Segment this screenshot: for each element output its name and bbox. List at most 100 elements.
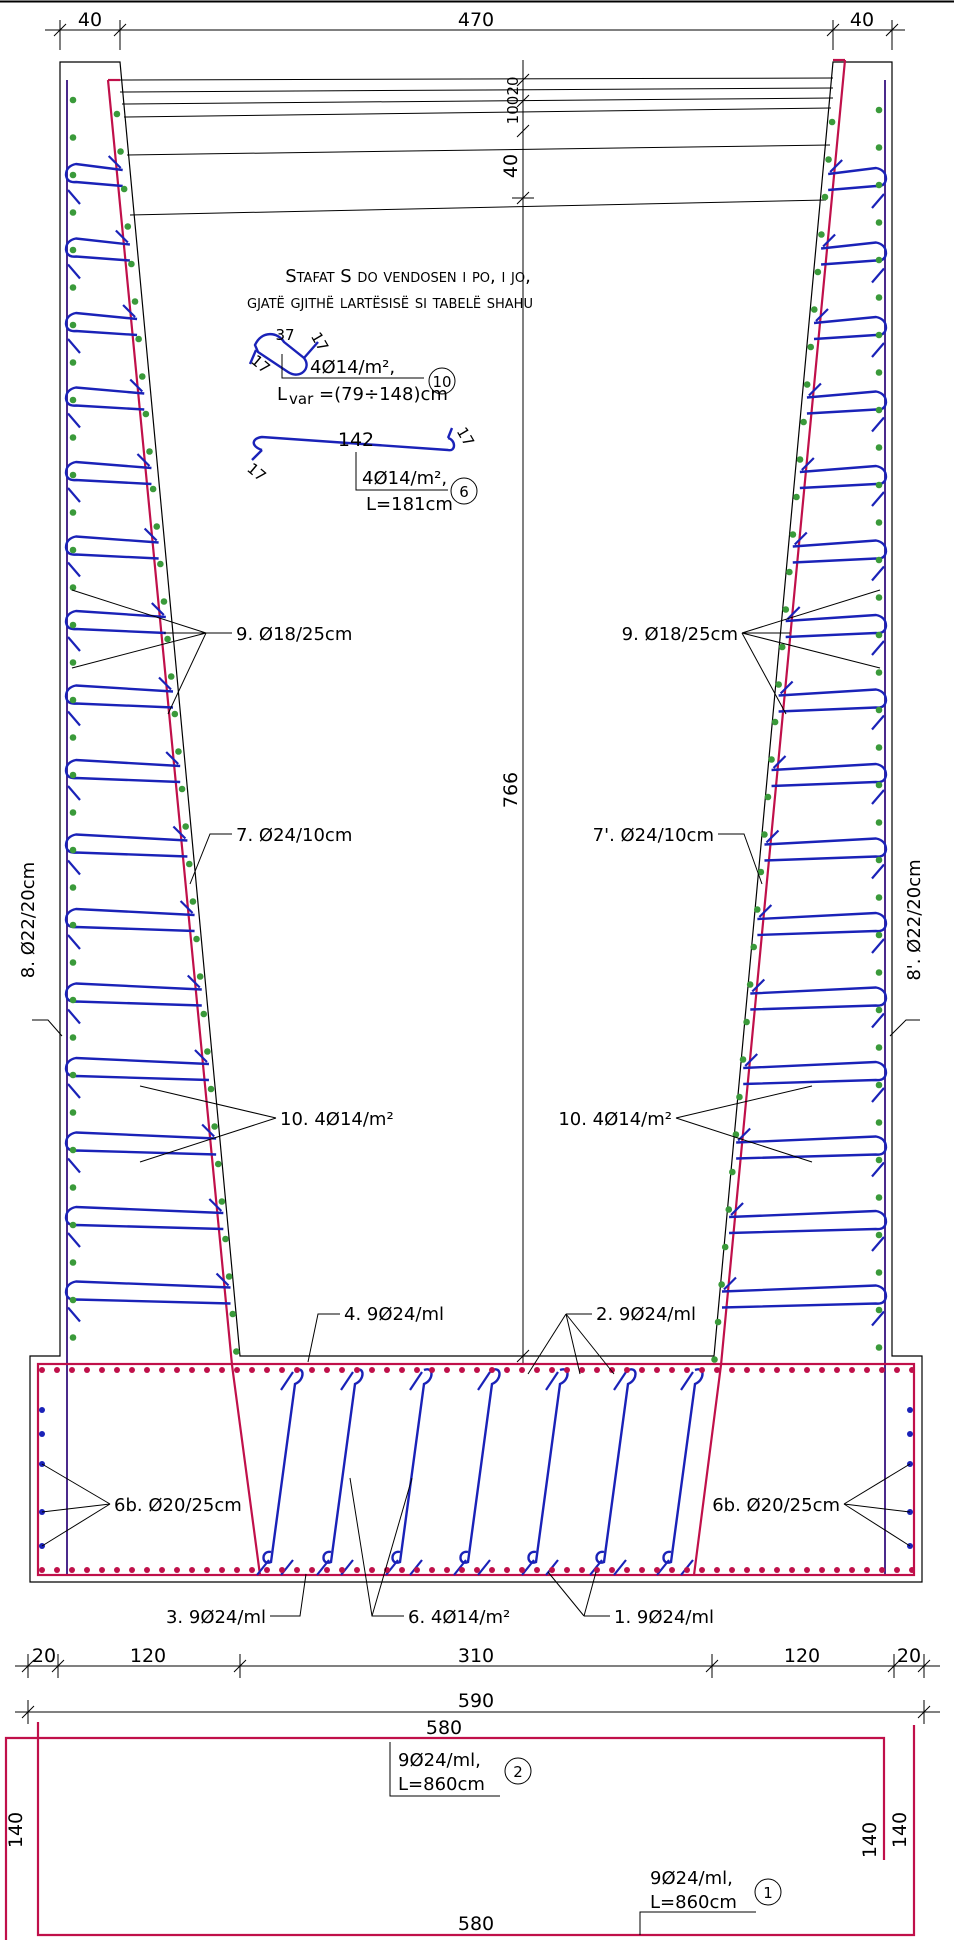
- base-top-bar-dot: [459, 1367, 465, 1373]
- label-3: 3. 9Ø24/ml: [166, 1607, 266, 1628]
- distribution-bar-dot: [229, 1310, 237, 1318]
- bar1-spec: 9Ø24/ml,: [650, 1868, 733, 1889]
- stirrup-hook-right: [871, 1087, 885, 1103]
- distribution-bar-dot: [732, 1131, 740, 1138]
- stirrup-hook-left: [67, 1008, 81, 1025]
- distribution-bar-dot: [789, 531, 797, 538]
- concrete-outline: [29, 61, 923, 1583]
- distribution-bar-dot: [69, 1071, 77, 1079]
- distribution-bar-dot: [69, 584, 77, 591]
- distribution-bar-dot: [711, 1356, 718, 1363]
- stirrup-hook-left: [67, 1306, 81, 1323]
- distribution-bar-dot: [182, 823, 189, 830]
- distribution-bar-dot: [768, 756, 775, 763]
- dim-b-310: 310: [458, 1645, 494, 1667]
- bar2-spec: 9Ø24/ml,: [398, 1750, 481, 1771]
- distribution-bar-dot: [175, 748, 182, 755]
- base-bottom-bar-dot: [429, 1567, 435, 1573]
- stirrup-hook-left: [208, 1198, 223, 1212]
- stirrup-hook-right: [808, 382, 822, 397]
- distribution-bar-dot: [69, 321, 77, 329]
- distribution-bar-dot: [875, 744, 883, 751]
- base-top-bar-dot: [39, 1367, 45, 1373]
- label-9-left: 9. Ø18/25cm: [236, 624, 352, 645]
- base-top-bar-dot: [369, 1367, 375, 1373]
- dim-b-20-right: 20: [897, 1645, 921, 1667]
- distribution-bar-dot: [743, 1018, 750, 1026]
- base-bottom-bar-dot: [729, 1567, 735, 1573]
- base-bottom-bar-dot: [219, 1567, 225, 1573]
- base-top-bar-dot: [579, 1367, 585, 1373]
- base-top-bar-dot: [489, 1367, 495, 1373]
- stirrup-hook-left: [67, 1083, 81, 1099]
- distribution-bar-dot: [736, 1093, 743, 1101]
- distribution-bar-dot: [875, 631, 883, 639]
- label-10-right: 10. 4Ø14/m²: [558, 1109, 672, 1130]
- base-top-bar-dot: [54, 1367, 60, 1373]
- base-bottom-bar-dot: [534, 1567, 540, 1573]
- distribution-bar-dot: [875, 594, 883, 601]
- distribution-bar-dot: [875, 1344, 883, 1351]
- base-bottom-bar-dot: [714, 1567, 720, 1573]
- bottom-dimension-line-2: 590: [15, 1690, 940, 1724]
- base-top-bar-dot: [324, 1367, 330, 1373]
- base-stirrup-hook: [656, 1559, 670, 1576]
- stirrup-hook-right: [744, 1053, 758, 1067]
- distribution-bar-dot: [875, 669, 883, 676]
- distribution-bar-dot: [814, 268, 822, 276]
- base-top-bar-dot: [414, 1367, 420, 1373]
- distribution-bar-dot: [875, 481, 883, 489]
- base-stirrup-hook: [340, 1371, 354, 1391]
- stirrup-right: [757, 911, 888, 937]
- stirrup-right: [750, 986, 888, 1011]
- distribution-bar-dot: [69, 1184, 77, 1191]
- distribution-bar-dot: [200, 1010, 208, 1018]
- distribution-bar-dot: [69, 1334, 77, 1341]
- stirrup-hook-right: [758, 904, 773, 918]
- stirrup-hook-right: [815, 308, 829, 322]
- base-bottom-bar-dot: [774, 1567, 780, 1573]
- bar10-dim-c: 17: [247, 351, 273, 377]
- bar6-dim-end-b: 17: [243, 459, 269, 485]
- distribution-bar-dot: [124, 223, 132, 230]
- stirrup-left: [64, 535, 159, 560]
- bar6-spec: 4Ø14/m²,: [362, 468, 447, 489]
- distribution-bar-dot: [69, 246, 77, 254]
- distribution-bar-dot: [875, 1119, 883, 1126]
- base-stirrup-hook: [453, 1559, 467, 1576]
- dim-v-40: 40: [500, 154, 522, 178]
- stirrup-right: [813, 315, 888, 341]
- base-top-bar-dot: [714, 1367, 720, 1373]
- labels: 9. Ø18/25cm 9. Ø18/25cm 7. Ø24/10cm 7'. …: [18, 624, 925, 1628]
- dim-v-100: 100: [504, 96, 522, 125]
- dim-b-20-left: 20: [32, 1645, 56, 1667]
- base-bottom-bar-dot: [204, 1567, 210, 1573]
- stirrup-left: [64, 311, 138, 337]
- distribution-bar-dot: [69, 846, 77, 854]
- base-bottom-bar-dot: [459, 1567, 465, 1573]
- base-bottom-bar-dot: [504, 1567, 510, 1573]
- distribution-bar-dot: [875, 1231, 883, 1239]
- dim-b-590: 590: [458, 1690, 494, 1712]
- stirrup-hook-left: [151, 602, 165, 616]
- base-top-bar-dot: [69, 1367, 75, 1373]
- label-8-right: 8'. Ø22/20cm: [904, 859, 925, 980]
- distribution-bar-dot: [828, 118, 836, 126]
- distribution-bar-dot: [875, 706, 883, 714]
- distribution-bar-dot: [818, 231, 825, 238]
- base-stirrup-hook: [545, 1371, 559, 1391]
- distribution-bar-dot: [69, 921, 77, 929]
- stirrup-right: [799, 464, 888, 490]
- distribution-bar-dot: [875, 781, 883, 789]
- stirrup-left: [64, 982, 202, 1007]
- base-bottom-bar-dot: [684, 1567, 690, 1573]
- distribution-bar-dot: [875, 931, 883, 939]
- distribution-bar-dot: [718, 1281, 725, 1288]
- bar6-mark: 6: [459, 483, 469, 501]
- label-1: 1. 9Ø24/ml: [614, 1607, 714, 1628]
- base-top-bar-dot: [279, 1367, 285, 1373]
- base-stirrup: [262, 1368, 304, 1564]
- base-stirrup-hook: [477, 1559, 491, 1576]
- stirrup-right: [792, 539, 888, 564]
- stirrup-hook-left: [67, 263, 81, 280]
